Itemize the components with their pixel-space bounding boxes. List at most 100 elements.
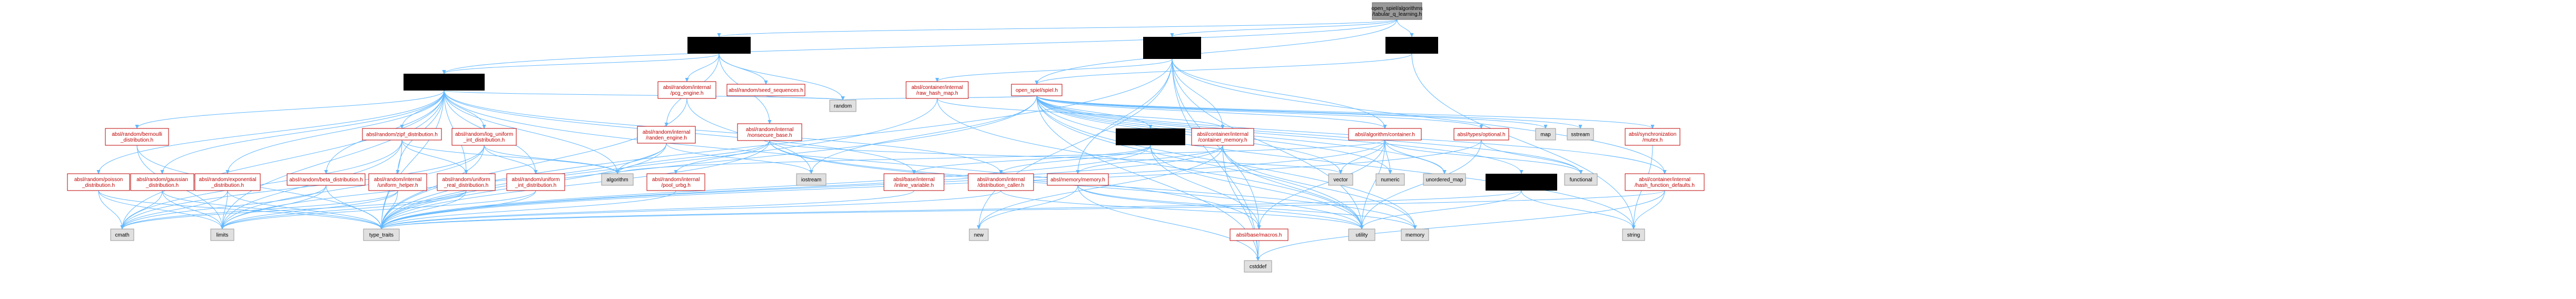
edge-flat_hash_map-to-algorithm_container (1172, 58, 1385, 128)
node-bit-gen-ref[interactable]: open_spiel/abseil-cpp/absl/random/bit_ge… (1116, 128, 1185, 145)
edge-str_join-to-string (1521, 190, 1634, 229)
node-numeric: numeric (1375, 173, 1405, 186)
node-inline-variable[interactable]: absl/base/internal/inline_variable.h (883, 173, 945, 191)
node-randen-engine[interactable]: absl/random/internal/randen_engine.h (637, 126, 696, 144)
edge-container_memory-to-new (979, 145, 1223, 229)
node-label-line: /pool_urbg.h (661, 183, 691, 188)
node-box (829, 99, 857, 112)
edge-layer (99, 19, 1665, 261)
node-box (906, 81, 969, 99)
edge-root-to-random_h (719, 19, 1398, 37)
node-uniform-real[interactable]: absl/random/uniform_real_distribution.h (437, 173, 496, 191)
node-get-all-states[interactable]: open_spiel/algorithms/get_all_states.h (1385, 37, 1438, 54)
node-box (726, 84, 805, 96)
node-pool-urbg[interactable]: absl/random/internal/pool_urbg.h (646, 173, 705, 191)
edge-seed_sequences-to-random (765, 95, 843, 100)
node-label-line: cstddef (1250, 264, 1266, 270)
node-mutex[interactable]: absl/synchronization/mutex.h (1625, 128, 1680, 146)
node-label-line: open_spiel/abseil-cpp (1147, 40, 1198, 46)
node-label-line: absl/container/internal (1639, 177, 1690, 183)
node-label-line: /hash_function_defaults.h (1635, 183, 1695, 188)
edge-flat_hash_map-to-memory_h (1078, 58, 1173, 174)
node-label-line: limits (217, 233, 229, 238)
node-flat-hash-map[interactable]: open_spiel/abseil-cpp/absl/container/fla… (1143, 37, 1201, 59)
node-label-line: absl/random/internal (643, 129, 691, 135)
node-label-line: /absl/container/flat (1151, 46, 1193, 52)
node-random-h[interactable]: open_spiel/abseil-cpp/absl/random/random… (687, 37, 751, 54)
node-label-line: memory (1405, 233, 1424, 238)
node-spiel[interactable]: open_spiel/spiel.h (1011, 84, 1063, 96)
node-box (1535, 128, 1556, 141)
node-box (1401, 228, 1429, 241)
node-label-line: absl/random/log_uniform (455, 132, 513, 137)
node-box (1328, 173, 1353, 186)
node-exponential[interactable]: absl/random/exponential_distribution.h (194, 173, 261, 191)
node-box (287, 173, 366, 186)
node-box (1348, 228, 1375, 241)
node-label-line: absl/types/optional.h (1457, 132, 1505, 138)
node-label-line: absl/algorithm/container.h (1355, 132, 1415, 138)
edge-spiel-to-types_optional (1036, 95, 1481, 128)
edge-distribution_caller-to-utility (1000, 190, 1362, 229)
node-uniform-helper[interactable]: absl/random/internal/uniform_helper.h (368, 173, 427, 191)
node-label-line: /container_memory.h (1198, 137, 1247, 143)
node-gaussian[interactable]: absl/random/gaussian_distribution.h (130, 173, 194, 191)
edge-random_h-to-distributions (444, 53, 720, 74)
node-base-macros[interactable]: absl/base/macros.h (1230, 228, 1289, 241)
node-box (1625, 128, 1680, 146)
node-label-line: /pcg_engine.h (671, 91, 704, 96)
node-algorithm-container[interactable]: absl/algorithm/container.h (1348, 128, 1422, 141)
node-container-memory[interactable]: absl/container/internal/container_memory… (1191, 128, 1254, 146)
node-log-uniform[interactable]: absl/random/log_uniform_int_distribution… (451, 128, 517, 146)
edge-root-to-flat_hash_map (1172, 19, 1398, 37)
node-root[interactable]: open_spiel/algorithms/tabular_q_learning… (1371, 2, 1423, 20)
edge-algorithm_container-to-vector (1341, 139, 1385, 174)
node-box (883, 173, 945, 191)
edge-log_uniform-to-limits (222, 145, 485, 229)
edge-nonsecure_base-to-type_traits (381, 140, 770, 229)
node-label-line: /tabular_q_learning.h (1372, 12, 1422, 17)
node-box (1230, 228, 1289, 241)
edge-flat_hash_map-to-cstddef (1172, 58, 1258, 261)
node-beta[interactable]: absl/random/beta_distribution.h (287, 173, 366, 186)
node-label-line: absl/random/gaussian (136, 177, 188, 183)
edge-flat_hash_map-to-utility (1172, 58, 1362, 229)
node-memory-h[interactable]: absl/memory/memory.h (1047, 173, 1109, 186)
edge-distributions-to-poisson (99, 90, 445, 174)
node-zipf[interactable]: absl/random/zipf_distribution.h (362, 128, 442, 141)
node-poisson[interactable]: absl/random/poisson_distribution.h (67, 173, 130, 191)
node-label-line: open_spiel/abseil-cpp (694, 40, 745, 46)
edge-get_all_states-to-spiel (1037, 53, 1412, 84)
node-seed-sequences[interactable]: absl/random/seed_sequences.h (726, 84, 805, 96)
edge-uniform_helper-to-cmath (122, 190, 398, 229)
edge-bit_gen_ref-to-distribution_caller (1001, 145, 1151, 174)
node-uniform-int[interactable]: absl/random/uniform_int_distribution.h (506, 173, 565, 191)
node-label-line: open_spiel/abseil-cpp (419, 77, 470, 83)
edge-algorithm_container-to-unordered_map (1384, 139, 1444, 174)
node-nonsecure-base[interactable]: absl/random/internal/nonsecure_base.h (737, 123, 802, 141)
node-distribution-caller[interactable]: absl/random/internal/distribution_caller… (968, 173, 1034, 191)
node-box (1047, 173, 1109, 186)
edge-get_all_states-to-string (1411, 53, 1634, 229)
node-label-line: string (1627, 233, 1640, 238)
node-hash-function-defaults[interactable]: absl/container/internal/hash_function_de… (1625, 173, 1705, 191)
edge-raw_hash_map-to-type_traits (381, 98, 938, 229)
edge-uniform_helper-to-limits (222, 190, 398, 229)
node-raw-hash-map[interactable]: absl/container/internal/raw_hash_map.h (906, 81, 969, 99)
node-label-line: absl/synchronization (1629, 132, 1677, 137)
node-box (601, 173, 634, 186)
edge-exponential-to-limits (222, 190, 228, 229)
edge-poisson-to-limits (98, 190, 222, 229)
edge-bit_gen_ref-to-utility (1150, 145, 1362, 229)
edge-uniform_int-to-limits (222, 190, 536, 229)
edge-nonsecure_base-to-vector (769, 140, 1341, 174)
node-new: new (969, 228, 989, 241)
node-layer: open_spiel/algorithms/tabular_q_learning… (67, 2, 1705, 273)
edge-log_uniform-to-type_traits (381, 145, 485, 229)
node-pcg-engine[interactable]: absl/random/internal/pcg_engine.h (657, 81, 716, 99)
node-distributions[interactable]: open_spiel/abseil-cpp/absl/random/distri… (404, 74, 485, 91)
node-types-optional[interactable]: absl/types/optional.h (1453, 128, 1509, 141)
node-bernoulli[interactable]: absl/random/bernoulli_distribution.h (105, 128, 169, 146)
node-str-join[interactable]: open_spiel/abseil-cpp/absl/strings/str_j… (1486, 174, 1557, 191)
node-label-line: absl/random/exponential (199, 177, 257, 183)
